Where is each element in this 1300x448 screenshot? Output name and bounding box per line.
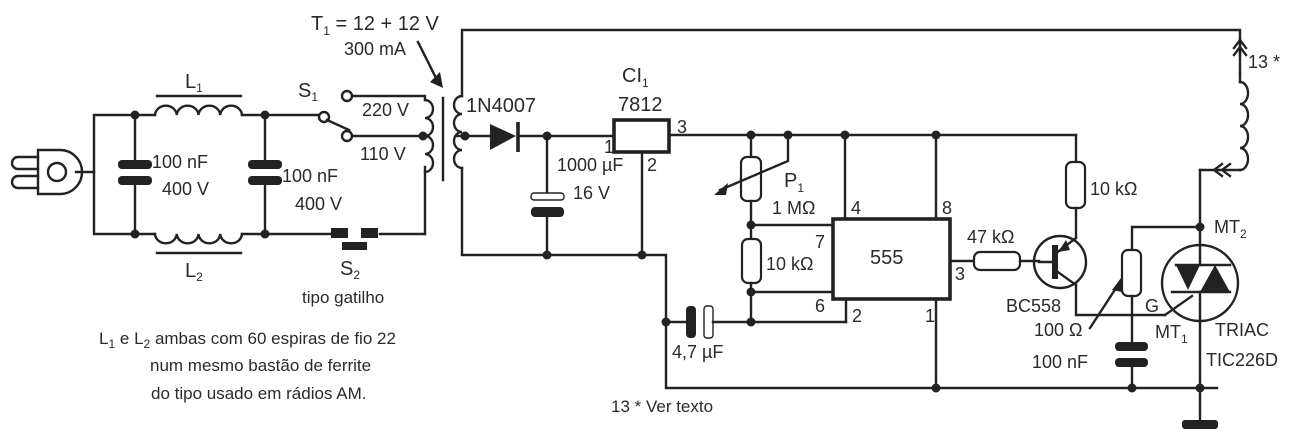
regulator-pin-out: 3 <box>677 117 687 137</box>
timer-pin-1: 1 <box>925 306 935 326</box>
transformer-label: T1 = 12 + 12 V <box>311 13 440 38</box>
timer-pin-7: 7 <box>815 232 825 252</box>
ground-icon <box>1182 420 1218 429</box>
timer-pin-8: 8 <box>942 198 952 218</box>
inductor-l1-label: L1 <box>185 71 203 95</box>
capacitor-4-7uf: 4,7 µF <box>664 305 848 362</box>
regulator-part: 7812 <box>618 94 663 116</box>
resistor-collector-value: 10 kΩ <box>1090 179 1137 199</box>
timer-pin-3: 3 <box>955 264 965 284</box>
secondary-wiring <box>460 28 1242 390</box>
timer-pin-4: 4 <box>851 198 861 218</box>
switch-s2-type: tipo gatilho <box>302 288 384 307</box>
cap-filter-2-value: 100 nF <box>282 166 338 186</box>
junction <box>542 250 552 260</box>
capacitor-filter-1: 100 nF 400 V <box>118 152 209 199</box>
pot-label: P1 <box>784 170 804 195</box>
triac-mt2-label: MT2 <box>1214 217 1247 241</box>
footnote: 13 * Ver texto <box>611 397 713 416</box>
junction <box>1195 383 1205 393</box>
timer-part: 555 <box>870 247 903 269</box>
inductor-l1: L1 <box>153 71 244 117</box>
cap-filter-1-value: 100 nF <box>152 152 208 172</box>
resistor-10k-collector: 10 kΩ <box>1064 160 1137 240</box>
triac-type: TRIAC <box>1215 320 1269 340</box>
capacitor-1000uf: 1000 µF 16 V <box>530 134 623 257</box>
junction <box>637 250 647 260</box>
junction <box>130 229 140 239</box>
junction <box>1195 222 1205 232</box>
junction <box>746 287 756 297</box>
timer-pin-2: 2 <box>852 306 862 326</box>
tap-110v-label: 110 V <box>360 144 406 164</box>
coil-turns-label: 13 * <box>1248 52 1280 72</box>
transformer-t1: T1 = 12 + 12 V 300 mA <box>311 13 464 182</box>
trimmer-value: 100 Ω <box>1034 320 1083 340</box>
transformer-current: 300 mA <box>344 39 406 59</box>
transistor-bc558: BC558 <box>1006 234 1167 317</box>
pot-value: 1 MΩ <box>772 198 815 218</box>
cap-gate-value: 100 nF <box>1032 352 1088 372</box>
triac-gate-label: G <box>1145 296 1159 316</box>
regulator-7812: CI1 7812 1 2 3 <box>604 65 687 257</box>
switch-s1: S1 220 V 110 V <box>298 80 427 164</box>
timer-pin-6: 6 <box>815 296 825 316</box>
coil-note-line-1: L1 e L2 ambas com 60 espiras de fio 22 <box>99 329 396 351</box>
switch-s2-label: S2 <box>340 258 360 282</box>
resistor-timing-value: 10 kΩ <box>766 254 813 274</box>
junction <box>418 131 428 141</box>
cap-filter-1-voltage: 400 V <box>162 179 209 199</box>
capacitor-filter-2: 100 nF 400 V <box>248 160 342 214</box>
junction <box>130 110 140 120</box>
triac-part: TIC226D <box>1206 350 1278 370</box>
output-coil: 13 * <box>1198 38 1280 178</box>
diode-label: 1N4007 <box>466 95 536 117</box>
inductor-l2: L2 <box>153 232 244 284</box>
transistor-part: BC558 <box>1006 296 1061 316</box>
switch-s2: S2 tipo gatilho <box>302 228 384 307</box>
regulator-ref: CI1 <box>622 65 649 90</box>
cap-filter-2-voltage: 400 V <box>295 194 342 214</box>
inductor-l2-label: L2 <box>185 260 203 284</box>
capacitor-gate-100nf: 100 nF <box>1032 342 1148 390</box>
potentiometer-p1: P1 1 MΩ <box>714 133 815 227</box>
junction <box>661 317 671 327</box>
regulator-pin-gnd: 2 <box>647 155 657 175</box>
mains-plug-icon <box>10 148 96 196</box>
cap-1000uf-value: 1000 µF <box>557 155 623 175</box>
supply-rail-12v <box>667 133 1078 164</box>
triac-mt1-label: MT1 <box>1155 322 1188 346</box>
coil-note-line-2: num mesmo bastão de ferrite <box>150 356 371 375</box>
resistor-10k-timing: 10 kΩ <box>740 223 837 324</box>
resistor-47k: 47 kΩ <box>948 227 1041 272</box>
junction <box>260 110 270 120</box>
switch-s1-label: S1 <box>298 80 318 104</box>
trimmer-100-ohm: 100 Ω <box>1034 225 1202 344</box>
regulator-pin-in: 1 <box>604 137 614 157</box>
timer-555: 555 4 8 7 6 2 1 3 <box>815 133 965 390</box>
junction <box>931 383 941 393</box>
resistor-base-value: 47 kΩ <box>967 227 1014 247</box>
mains-wiring <box>92 113 427 236</box>
cap-1000uf-voltage: 16 V <box>573 183 610 203</box>
cap-timing-value: 4,7 µF <box>672 342 723 362</box>
triac-tic226d: MT2 G MT1 TRIAC TIC226D <box>1145 168 1278 422</box>
junction <box>1127 383 1137 393</box>
junction <box>260 229 270 239</box>
coil-note: L1 e L2 ambas com 60 espiras de fio 22 n… <box>99 329 396 403</box>
tap-220v-label: 220 V <box>362 100 409 120</box>
coil-note-line-3: do tipo usado em rádios AM. <box>151 384 366 403</box>
diode-1n4007: 1N4007 <box>463 95 614 152</box>
